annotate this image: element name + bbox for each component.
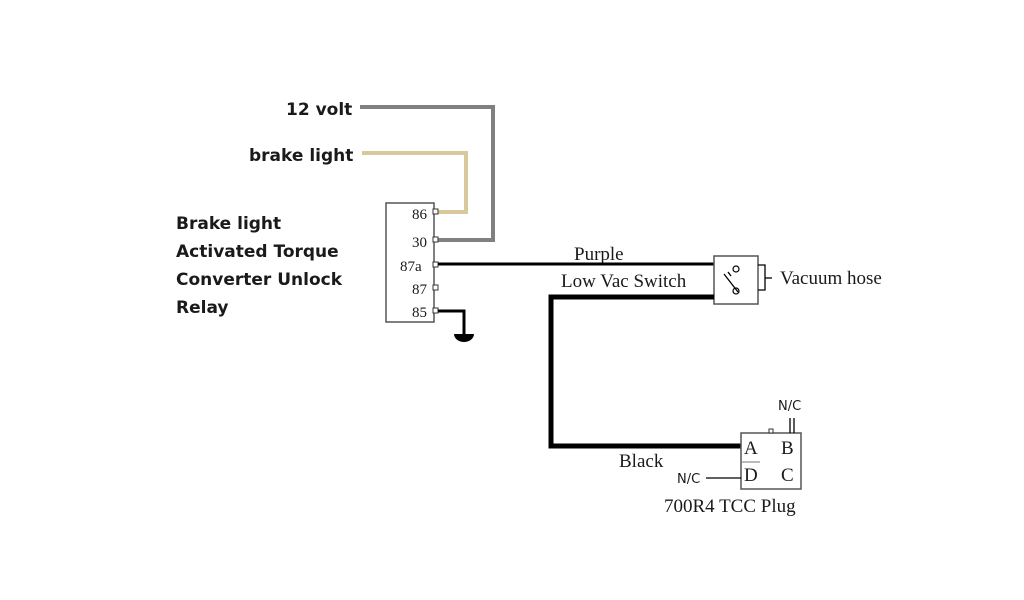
label-vacuum-hose: Vacuum hose [780, 268, 882, 289]
relay-title-line-2: Activated Torque [176, 242, 339, 262]
relay-pin-87a: 87a [400, 259, 422, 275]
label-12-volt: 12 volt [286, 100, 352, 120]
switch-blade-2 [727, 271, 732, 277]
relay-pin-87: 87 [412, 282, 428, 298]
label-nc-top: N/C [778, 399, 801, 414]
relay-pin-86: 86 [412, 207, 428, 223]
relay-box [385, 202, 435, 323]
switch-contact-top [732, 265, 740, 273]
relay-pin-85: 85 [412, 305, 427, 321]
wire-black [548, 294, 741, 449]
label-black: Black [619, 451, 664, 472]
vacuum-port-icon [758, 264, 766, 291]
label-purple: Purple [574, 244, 624, 265]
relay-title-line-3: Converter Unlock [176, 270, 343, 290]
tcc-plug-box [740, 432, 802, 490]
terminal-87a [432, 261, 439, 268]
relay-title-line-1: Brake light [176, 214, 281, 234]
relay-pin-30: 30 [412, 235, 427, 251]
switch-blade [723, 273, 739, 293]
plug-pin-d: D [744, 465, 758, 486]
relay-title-line-4: Relay [176, 298, 228, 318]
label-brake-light: brake light [249, 146, 353, 166]
plug-key-notch [768, 428, 774, 434]
terminal-86 [432, 208, 439, 215]
plug-pin-a: A [744, 438, 758, 459]
wire-ground [438, 309, 466, 334]
ground-icon [454, 334, 474, 342]
plug-pin-b: B [781, 438, 794, 459]
label-low-vac-switch: Low Vac Switch [561, 271, 687, 292]
terminal-30 [432, 236, 439, 243]
low-vac-switch-box [713, 255, 759, 305]
label-plug-name: 700R4 TCC Plug [664, 496, 796, 517]
terminal-87 [432, 284, 439, 291]
plug-pin-c: C [781, 465, 794, 486]
switch-contact-bottom [732, 287, 740, 295]
wire-12-volt [360, 105, 495, 242]
wire-brake-light [362, 151, 468, 214]
terminal-85 [432, 307, 439, 314]
label-nc-left: N/C [677, 472, 700, 487]
